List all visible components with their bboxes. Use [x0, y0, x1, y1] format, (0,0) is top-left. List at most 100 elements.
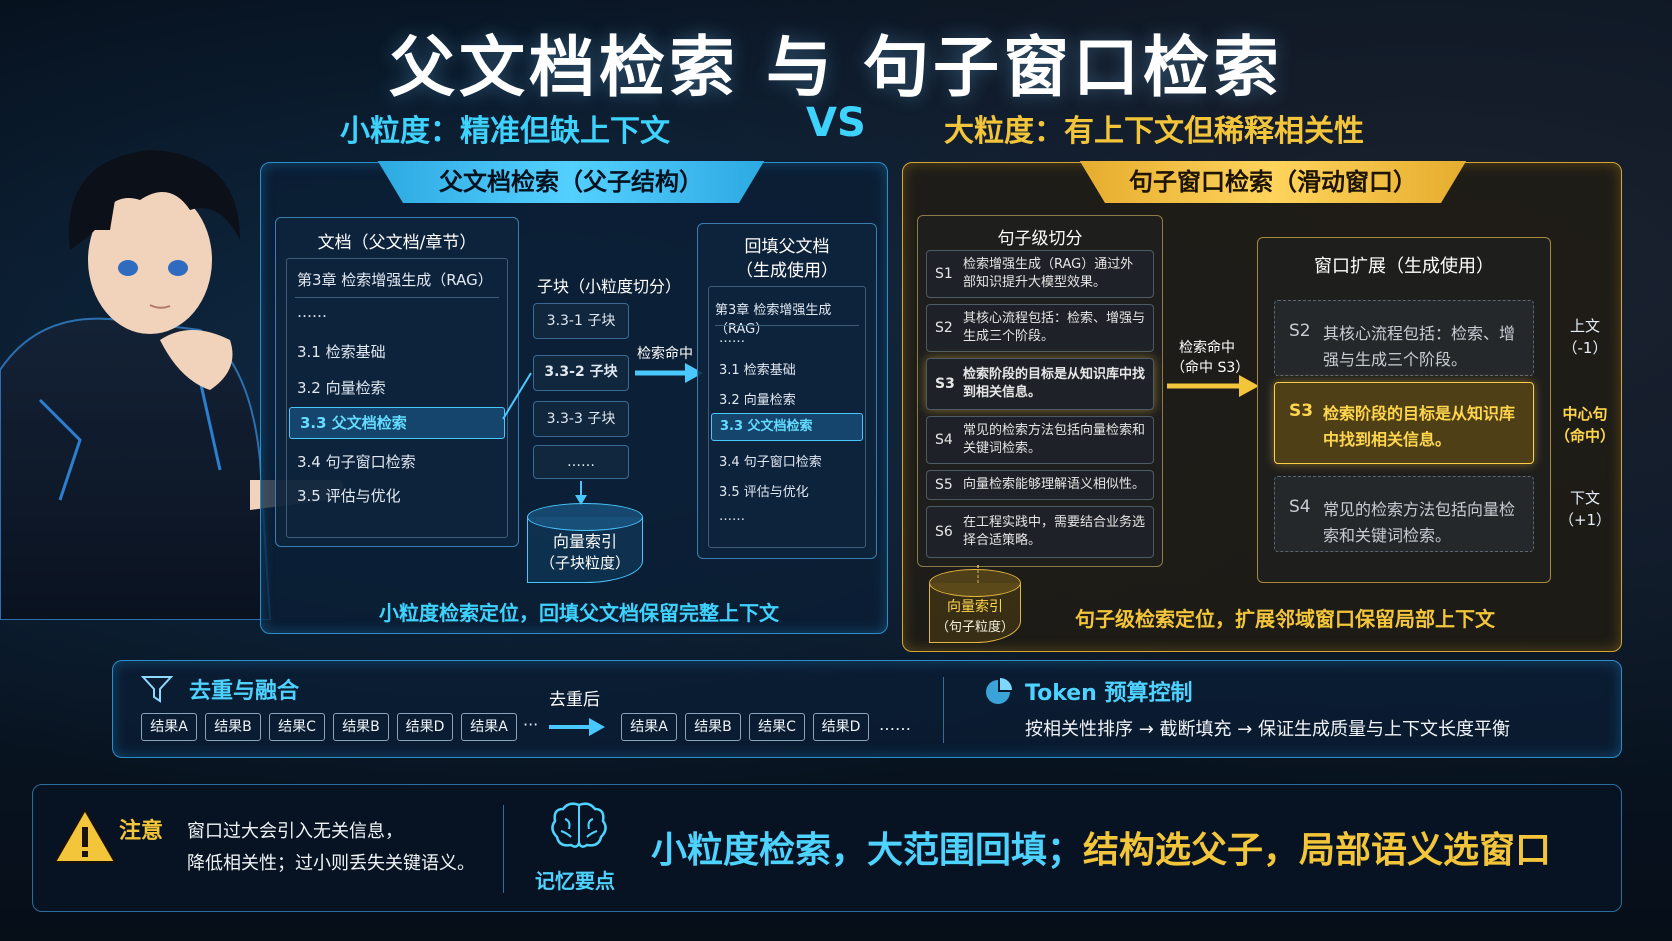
note-line-1: 窗口过大会引入无关信息，: [187, 821, 403, 842]
note-label: 注意: [119, 819, 164, 844]
backfill-outline: 第3章 检索增强生成（RAG） …… 3.1 检索基础 3.2 向量检索 3.3…: [708, 286, 866, 548]
warning-icon: [53, 807, 117, 863]
backfill-row-3-4: 3.4 句子窗口检索: [719, 455, 822, 470]
parent-panel-banner: 父文档检索（父子结构）: [377, 161, 765, 203]
side-label-prev: 上文 （-1）: [1562, 317, 1608, 357]
sentence-item-s5: S5 向量检索能够理解语义相似性。: [926, 470, 1154, 500]
vector-index-label: 向量索引: [552, 532, 617, 551]
sentence-item-s3-hit: S3 检索阶段的目标是从知识库中找到相关信息。: [926, 358, 1154, 410]
backfill-row-ellipsis-end: ……: [719, 509, 745, 524]
dedup-result-tag: 结果B: [685, 713, 741, 741]
chunk-3-3-3: 3.3-3 子块: [533, 401, 629, 437]
result-tag: 结果C: [269, 713, 325, 741]
vs-label: VS: [806, 100, 866, 146]
window-panel-banner: 句子窗口检索（滑动窗口）: [1079, 161, 1467, 203]
backfill-row-3-5: 3.5 评估与优化: [719, 485, 809, 500]
dedup-dots: ···: [523, 715, 539, 734]
window-expand-box: 窗口扩展（生成使用） S2 其核心流程包括：检索、增强与生成三个阶段。 S3 检…: [1257, 237, 1551, 583]
expand-item-s2-prev: S2 其核心流程包括：检索、增强与生成三个阶段。: [1274, 300, 1534, 376]
strip-divider: [943, 677, 944, 743]
backfill-row-3-1: 3.1 检索基础: [719, 363, 796, 378]
result-tag: 结果A: [461, 713, 517, 741]
footer-panel: 注意 窗口过大会引入无关信息， 降低相关性；过小则丢失关键语义。 记忆要点 小粒…: [32, 784, 1622, 912]
page-title: 父文档检索 与 句子窗口检索: [389, 29, 1283, 106]
window-panel-caption: 句子级检索定位，扩展邻域窗口保留局部上下文: [1075, 607, 1495, 631]
sentence-item-s1: S1 检索增强生成（RAG）通过外部知识提升大模型效果。: [926, 250, 1154, 298]
down-arrow-chunks-to-index: [575, 481, 587, 505]
document-box-title: 文档（父文档/章节）: [317, 233, 477, 253]
chunk-ellipsis: ……: [533, 445, 629, 479]
sentence-window-panel: 句子窗口检索（滑动窗口） 句子级切分 S1 检索增强生成（RAG）通过外部知识提…: [902, 161, 1622, 652]
dedup-after-list: 结果A 结果B 结果C 结果D ……: [621, 713, 921, 743]
sentence-hit-sublabel: （命中 S3）: [1171, 360, 1250, 376]
chunk-3-3-2-highlighted: 3.3-2 子块: [533, 355, 629, 391]
dedup-title: 去重与融合: [189, 679, 300, 704]
footer-divider: [503, 805, 504, 893]
doc-row-3-4: 3.4 句子窗口检索: [297, 453, 416, 471]
dedup-after-label: 去重后: [549, 690, 600, 710]
expand-item-s4-next: S4 常见的检索方法包括向量检索和关键词检索。: [1274, 476, 1534, 552]
sentence-item-s2: S2 其核心流程包括：检索、增强与生成三个阶段。: [926, 304, 1154, 352]
sentence-split-box: 句子级切分 S1 检索增强生成（RAG）通过外部知识提升大模型效果。 S2 其核…: [917, 215, 1163, 567]
memo-label: 记忆要点: [535, 869, 615, 893]
doc-row-chapter: 第3章 检索增强生成（RAG）: [297, 271, 493, 289]
token-title: Token 预算控制: [1025, 681, 1193, 706]
result-tag: 结果A: [141, 713, 197, 741]
sentence-index-sublabel: （句子粒度）: [935, 620, 1014, 635]
expand-item-s3-center: S3 检索阶段的目标是从知识库中找到相关信息。: [1274, 382, 1534, 464]
dedup-before-list: 结果A 结果B 结果C 结果B 结果D 结果A ···: [141, 713, 541, 743]
backfill-title: 回填父文档: [744, 237, 830, 257]
backfill-row-3-2: 3.2 向量检索: [719, 393, 796, 408]
student-illustration: [0, 150, 344, 620]
doc-row-3-2: 3.2 向量检索: [297, 379, 386, 397]
key-takeaway-part-2: 结构选父子，局部语义选窗口: [1083, 830, 1552, 871]
sentence-hit-label: 检索命中: [1179, 340, 1235, 356]
connector-doc-to-chunk: [502, 372, 532, 420]
vector-index-sentence-cylinder: 向量索引 （句子粒度）: [929, 569, 1021, 643]
expand-box-title: 窗口扩展（生成使用）: [1314, 256, 1494, 277]
chunk-3-3-1: 3.3-1 子块: [533, 303, 629, 339]
dedup-arrow: [549, 718, 605, 736]
backfill-row-ellipsis: ……: [719, 331, 745, 346]
doc-row-3-3-highlighted: 3.3 父文档检索: [289, 407, 505, 439]
parent-panel-caption: 小粒度检索定位，回填父文档保留完整上下文: [379, 601, 779, 625]
result-tag: 结果D: [397, 713, 453, 741]
dedup-token-strip: 去重与融合 结果A 结果B 结果C 结果B 结果D 结果A ··· 去重后 结果…: [112, 660, 1622, 758]
vector-index-chunk-cylinder: 向量索引 （子块粒度）: [527, 503, 643, 583]
dedup-after-ellipsis: ……: [879, 715, 911, 734]
side-label-center: 中心句 （命中）: [1554, 405, 1615, 445]
backfill-parent-box: 回填父文档 （生成使用） 第3章 检索增强生成（RAG） …… 3.1 检索基础…: [697, 223, 877, 559]
result-tag: 结果B: [205, 713, 261, 741]
parent-retrieval-panel: 父文档检索（父子结构） 文档（父文档/章节） 第3章 检索增强生成（RAG） ……: [260, 161, 888, 634]
document-box: 文档（父文档/章节） 第3章 检索增强生成（RAG） …… 3.1 检索基础 3…: [275, 217, 519, 547]
sentence-box-title: 句子级切分: [997, 229, 1083, 249]
dedup-result-tag: 结果C: [749, 713, 805, 741]
dedup-result-tag: 结果D: [813, 713, 869, 741]
doc-row-3-5: 3.5 评估与优化: [297, 487, 401, 505]
backfill-row-3-3-highlighted: 3.3 父文档检索: [711, 413, 863, 441]
hit-arrow: [635, 363, 703, 383]
subtitle-large-granularity: 大粒度：有上下文但稀释相关性: [944, 114, 1364, 149]
sentence-index-label: 向量索引: [947, 599, 1003, 615]
result-tag: 结果B: [333, 713, 389, 741]
token-flow: 按相关性排序 → 截断填充 → 保证生成质量与上下文长度平衡: [1025, 719, 1511, 740]
sentence-item-s4: S4 常见的检索方法包括向量检索和关键词检索。: [926, 416, 1154, 464]
pie-chart-icon: [986, 678, 1012, 704]
sentence-item-s6: S6 在工程实践中，需要结合业务选择合适策略。: [926, 506, 1154, 558]
doc-row-ellipsis: ……: [297, 303, 327, 321]
doc-row-3-1: 3.1 检索基础: [297, 343, 386, 361]
key-takeaway: 小粒度检索，大范围回填；结构选父子，局部语义选窗口: [651, 821, 1551, 873]
chunks-title: 子块（小粒度切分）: [537, 277, 682, 296]
hit-label: 检索命中: [637, 346, 693, 362]
note-line-2: 降低相关性；过小则丢失关键语义。: [187, 853, 475, 874]
brain-icon: [551, 802, 607, 848]
funnel-icon: [141, 676, 173, 703]
dedup-result-tag: 结果A: [621, 713, 677, 741]
sentence-hit-arrow: [1167, 375, 1259, 397]
document-outline: 第3章 检索增强生成（RAG） …… 3.1 检索基础 3.2 向量检索 3.3…: [286, 258, 508, 538]
backfill-subtitle: （生成使用）: [736, 261, 838, 281]
subtitle-small-granularity: 小粒度：精准但缺上下文: [340, 114, 670, 149]
key-takeaway-part-1: 小粒度检索，大范围回填；: [651, 830, 1084, 871]
side-label-next: 下文 （+1）: [1558, 489, 1612, 529]
vector-index-sublabel: （子块粒度）: [539, 554, 630, 572]
